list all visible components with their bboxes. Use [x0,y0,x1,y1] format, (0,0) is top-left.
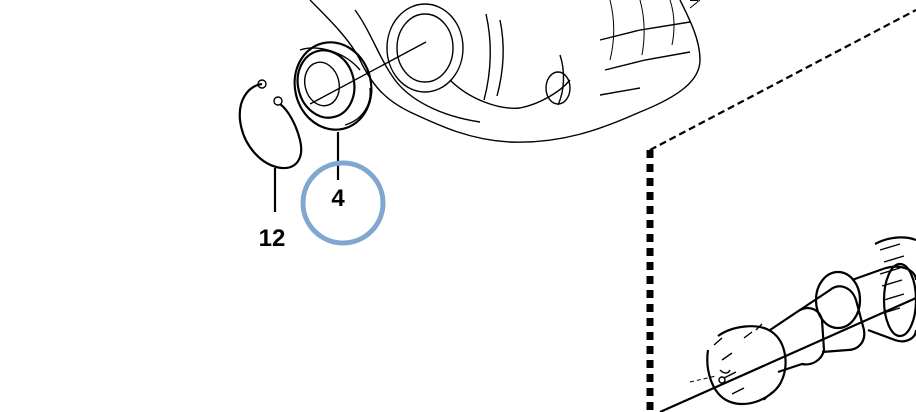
highlight-circle [300,160,386,246]
callout-label-4: 4 [331,185,345,212]
assembly-axis-line [309,41,427,105]
pump-housing [309,0,701,143]
splined-shaft [689,236,916,405]
circlip [238,79,303,170]
callout-label-12: 12 [259,225,286,252]
seal-ring [293,41,373,131]
detail-frame [646,0,916,412]
